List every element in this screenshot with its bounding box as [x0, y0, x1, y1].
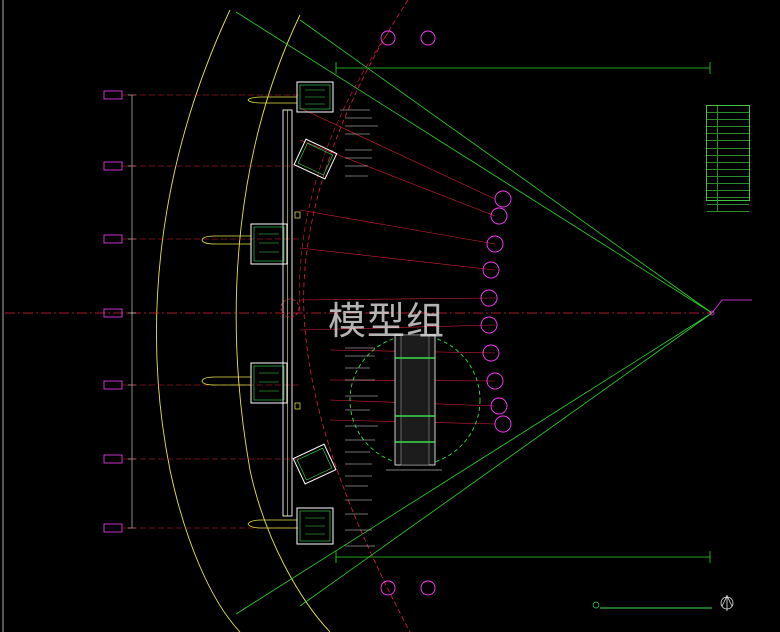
callout-circle — [482, 261, 500, 279]
red-arc-outer — [303, 0, 411, 632]
row-tag — [103, 234, 123, 244]
legend-row — [707, 205, 749, 213]
legend-row — [707, 198, 749, 206]
legend-row — [707, 155, 749, 163]
pavilion-blocks — [201, 81, 338, 545]
legend-row — [707, 148, 749, 156]
pavilion-block — [247, 507, 334, 545]
connector — [294, 402, 301, 410]
annotation-strokes — [340, 109, 378, 547]
angled-block — [292, 443, 337, 485]
legend-label — [718, 205, 749, 211]
callout-circle — [486, 235, 504, 253]
pavilion-block — [201, 223, 288, 265]
callout-circle — [480, 316, 498, 334]
pavilion-block — [201, 362, 288, 404]
legend-swatch — [707, 106, 718, 113]
legend-swatch — [707, 162, 718, 169]
callout-circle — [482, 344, 500, 362]
callout-circle — [490, 397, 508, 415]
pavilion-block — [247, 81, 334, 113]
detail-circle — [349, 334, 481, 471]
connector — [294, 211, 301, 219]
legend-row — [707, 141, 749, 149]
axis-bubble-top-1 — [380, 30, 396, 46]
row-tag — [103, 161, 123, 171]
legend-row — [707, 176, 749, 185]
title-underline — [592, 601, 712, 609]
legend-label — [718, 149, 749, 155]
axis-bubble-bottom-1 — [380, 580, 396, 596]
row-tag — [103, 90, 123, 100]
axis-bubbles — [380, 30, 436, 596]
legend-row — [707, 184, 749, 192]
row-tag — [103, 380, 123, 390]
legend-row — [707, 191, 749, 199]
axis-bubble-bottom-2 — [420, 580, 436, 596]
callout-circle — [486, 372, 504, 390]
legend-row — [707, 127, 749, 135]
legend-label — [718, 141, 749, 147]
legend-label — [718, 170, 749, 176]
spine-center-marker — [280, 298, 300, 318]
guide-triangle — [235, 11, 713, 615]
legend-swatch — [707, 134, 718, 141]
legend-label — [718, 184, 749, 190]
legend-swatch — [707, 205, 718, 212]
legend-label — [718, 127, 749, 133]
legend-swatch — [707, 169, 718, 176]
legend-label — [718, 177, 749, 183]
callout-circle — [490, 207, 508, 225]
legend-label — [718, 134, 749, 140]
row-axes — [122, 94, 300, 529]
spine-structure — [280, 109, 300, 517]
row-tag-group — [103, 90, 123, 533]
watermark: 模型组 — [328, 299, 446, 343]
legend-swatch — [707, 127, 718, 134]
legend-swatch — [707, 176, 718, 184]
yellow-boundary-outer — [156, 9, 241, 632]
legend-swatch — [707, 120, 718, 127]
callout-circle — [480, 289, 498, 307]
legend-row — [707, 120, 749, 128]
row-tag — [103, 308, 123, 318]
callout-circle — [494, 415, 512, 433]
callout-circles — [480, 190, 512, 433]
legend-row — [707, 113, 749, 121]
legend-label — [718, 113, 749, 119]
legend-table — [706, 105, 750, 213]
north-arrow-icon — [720, 595, 734, 611]
legend-swatch — [707, 184, 718, 191]
legend-label — [718, 156, 749, 162]
legend-swatch — [707, 198, 718, 205]
row-tag — [103, 454, 123, 464]
angled-block — [293, 138, 338, 180]
legend-row — [707, 162, 749, 170]
yellow-boundary-inner — [235, 14, 331, 632]
left-dimension — [128, 94, 136, 529]
legend-row — [707, 169, 749, 177]
legend-label — [718, 191, 749, 197]
legend-row — [707, 106, 749, 114]
legend-swatch — [707, 148, 718, 155]
legend-label — [718, 120, 749, 126]
right-apex-callout — [709, 299, 752, 316]
legend-swatch — [707, 191, 718, 198]
legend-label — [718, 163, 749, 169]
legend-swatch — [707, 155, 718, 162]
axis-bubble-top-2 — [420, 30, 436, 46]
row-tag — [103, 523, 123, 533]
legend-label — [718, 198, 749, 204]
red-arc-inner — [299, 29, 391, 314]
legend-row — [707, 134, 749, 142]
legend-label — [718, 106, 749, 112]
legend-swatch — [707, 141, 718, 148]
callout-circle — [494, 190, 512, 208]
legend-swatch — [707, 113, 718, 120]
